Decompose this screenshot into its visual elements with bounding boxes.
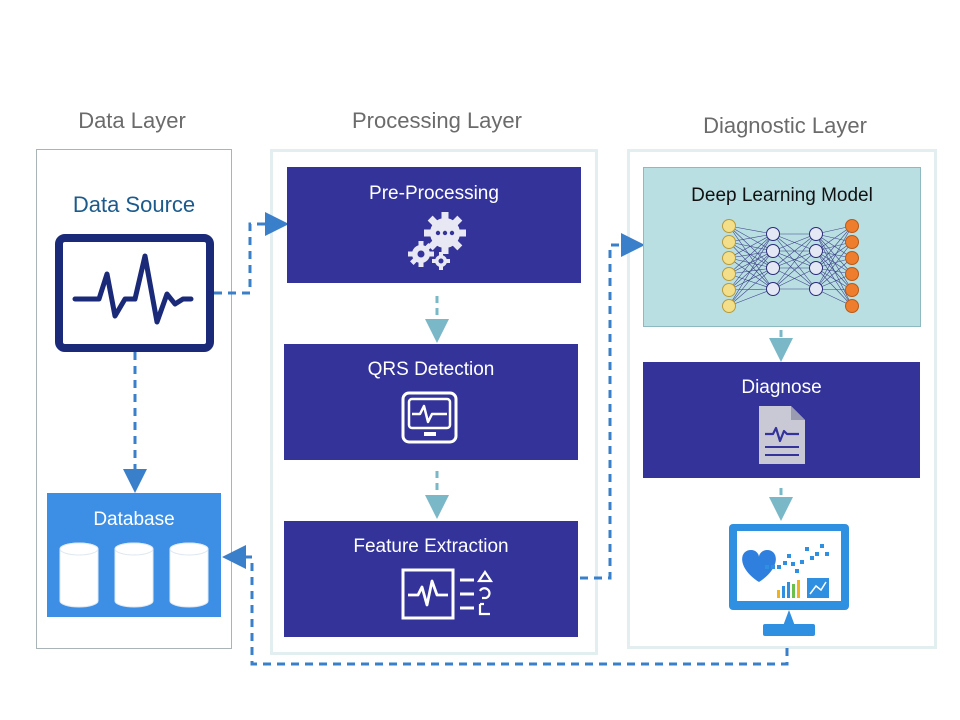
network-edge xyxy=(815,267,853,291)
network-node xyxy=(722,235,736,249)
network-edge xyxy=(815,267,853,307)
gears-icon xyxy=(408,212,466,270)
diagnose-label: Diagnose xyxy=(741,377,822,398)
network-edge xyxy=(815,241,853,290)
network-edge xyxy=(728,233,774,307)
network-edge xyxy=(772,233,817,290)
network-node xyxy=(722,283,736,297)
network-edge xyxy=(728,257,774,290)
network-node xyxy=(722,299,736,313)
qrs-detection-label: QRS Detection xyxy=(367,359,495,380)
processing-layer-panel xyxy=(270,149,598,655)
network-edge xyxy=(815,257,853,290)
feature-extraction-label: Feature Extraction xyxy=(353,536,509,557)
network-edge xyxy=(815,225,853,290)
network-node xyxy=(722,251,736,265)
network-edge xyxy=(728,250,774,275)
network-node xyxy=(845,299,859,313)
preprocessing-box: Pre-Processing xyxy=(287,167,581,283)
preprocessing-label: Pre-Processing xyxy=(369,183,499,204)
network-edge xyxy=(815,233,853,259)
diagnostic-layer-panel xyxy=(627,149,937,649)
feature-extraction-box: Feature Extraction xyxy=(284,521,578,637)
database-label: Database xyxy=(93,509,175,530)
diagnostic-layer-title: Diagnostic Layer xyxy=(703,113,867,138)
network-node xyxy=(809,227,823,241)
network-node xyxy=(845,235,859,249)
network-edge xyxy=(772,233,817,252)
network-node xyxy=(722,267,736,281)
network-edge xyxy=(815,241,853,269)
network-edge xyxy=(815,233,853,307)
network-edge xyxy=(728,257,774,269)
network-edge xyxy=(728,288,774,307)
network-edge xyxy=(728,267,774,307)
deep-learning-model-label: Deep Learning Model xyxy=(691,185,873,206)
heart-icon xyxy=(742,550,776,582)
network-node xyxy=(845,219,859,233)
database-box: Database xyxy=(47,493,221,617)
ecg-monitor-icon xyxy=(55,234,214,352)
connector-source-to-preprocessing xyxy=(214,212,289,295)
network-node xyxy=(766,227,780,241)
report-document-icon xyxy=(759,406,805,464)
ecg-monitor-icon xyxy=(401,391,458,444)
network-edge xyxy=(815,233,853,275)
network-edge xyxy=(815,225,853,269)
network-node xyxy=(809,261,823,275)
connector-display-to-database xyxy=(222,545,789,666)
network-edge xyxy=(728,250,774,259)
network-edge xyxy=(815,250,853,307)
network-edge xyxy=(728,225,774,290)
network-edge xyxy=(728,233,774,275)
network-edge xyxy=(815,250,853,291)
network-edge xyxy=(772,267,817,290)
network-edge xyxy=(772,250,817,290)
network-edge xyxy=(728,267,774,291)
processing-layer-title: Processing Layer xyxy=(352,108,522,133)
network-edge xyxy=(728,233,774,243)
network-edge xyxy=(772,233,817,269)
health-dashboard-monitor-icon xyxy=(729,524,849,636)
network-edge xyxy=(728,225,774,269)
network-edge xyxy=(728,288,774,291)
network-edge xyxy=(728,225,774,235)
network-edge xyxy=(728,267,774,275)
diagnose-box: Diagnose xyxy=(643,362,920,478)
network-node xyxy=(809,244,823,258)
network-edge xyxy=(815,233,853,291)
network-edge xyxy=(728,241,774,290)
network-edge xyxy=(772,250,817,269)
network-node xyxy=(722,219,736,233)
deep-learning-model-box: Deep Learning Model xyxy=(643,167,921,327)
network-edge xyxy=(728,225,774,252)
network-edge xyxy=(728,250,774,307)
network-edge xyxy=(728,241,774,269)
network-edge xyxy=(815,250,853,275)
connector-features-to-model xyxy=(580,233,645,580)
network-edge xyxy=(728,233,774,291)
network-node xyxy=(845,283,859,297)
network-node xyxy=(845,251,859,265)
feature-list-icon xyxy=(401,568,494,620)
neural-network-icon xyxy=(722,219,859,313)
network-node xyxy=(845,267,859,281)
data-layer-panel xyxy=(36,149,232,649)
data-layer-title: Data Layer xyxy=(78,108,186,133)
network-node xyxy=(766,282,780,296)
database-cylinders-icon xyxy=(59,542,209,608)
network-edge xyxy=(815,225,853,252)
network-edge xyxy=(728,241,774,252)
network-edge xyxy=(728,233,774,259)
network-node xyxy=(809,282,823,296)
data-source-label: Data Source xyxy=(72,192,196,217)
network-node xyxy=(766,261,780,275)
network-node xyxy=(766,244,780,258)
network-edge xyxy=(728,273,774,290)
qrs-detection-box: QRS Detection xyxy=(284,344,578,460)
